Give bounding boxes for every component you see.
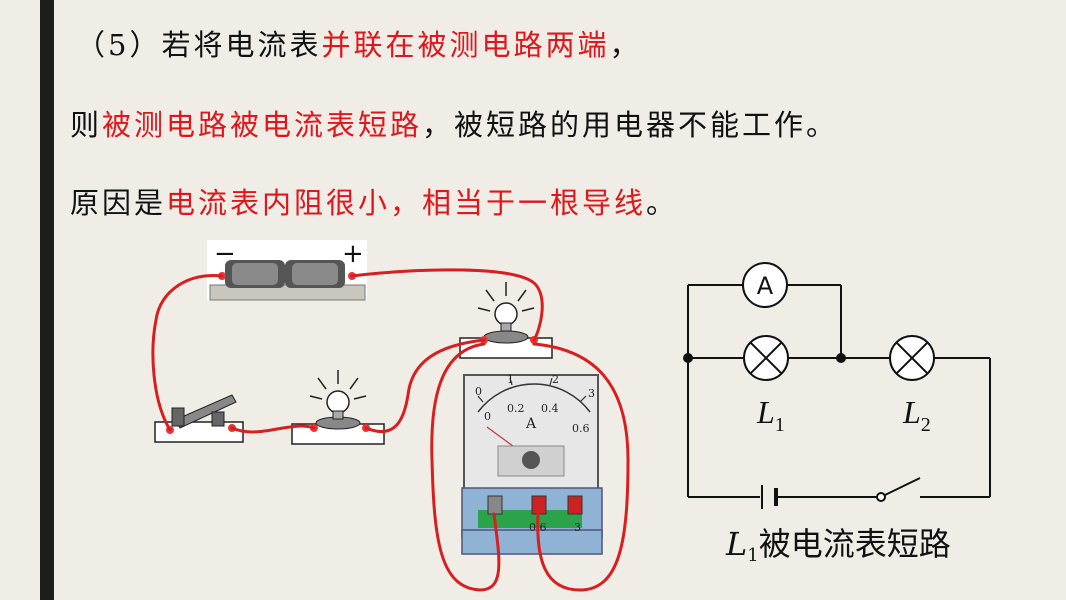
line3-prefix: 原因是 bbox=[70, 186, 167, 220]
knife-switch bbox=[154, 394, 244, 443]
battery-pack: − + bbox=[207, 239, 367, 301]
text-line-3: 原因是电流表内阻很小，相当于一根导线。 bbox=[70, 180, 678, 222]
ammeter-device: 0 1 2 3 0 0.2 0.4 0.6 A 0.6 3 bbox=[461, 373, 603, 555]
meter-face-symbol: A bbox=[525, 416, 537, 432]
bulb-2 bbox=[459, 282, 553, 359]
meter-tick-1: 1 bbox=[507, 373, 514, 386]
wire-ammeter-right bbox=[532, 342, 630, 592]
ammeter-symbol bbox=[742, 262, 788, 308]
meter-sub-tick-02: 0.2 bbox=[507, 402, 525, 415]
battery-plus-label: + bbox=[342, 239, 364, 269]
line2-highlight: 被测电路被电流表短路 bbox=[102, 108, 423, 142]
terminal-label-3: 3 bbox=[574, 521, 581, 534]
caption-lamp-letter: L bbox=[726, 525, 748, 563]
meter-sub-tick-06: 0.6 bbox=[572, 422, 590, 435]
junction-right bbox=[836, 353, 846, 363]
line1-prefix: （5）若将电流表 bbox=[76, 28, 322, 62]
ammeter-letter: A bbox=[757, 272, 774, 300]
schematic-caption: L1被电流表短路 bbox=[726, 519, 951, 566]
meter-tick-2: 2 bbox=[552, 373, 559, 386]
wire-ammeter-left bbox=[430, 342, 501, 592]
line3-suffix: 。 bbox=[646, 186, 679, 220]
left-accent-bar bbox=[40, 0, 54, 600]
lamp1-label: L1 bbox=[757, 394, 785, 436]
meter-tick-0: 0 bbox=[475, 385, 482, 398]
schematic bbox=[687, 262, 991, 502]
line3-highlight: 电流表内阻很小，相当于一根导线 bbox=[166, 186, 647, 220]
wire-battery-switch bbox=[151, 273, 224, 432]
text-line-2: 则被测电路被电流表短路，被短路的用电器不能工作。 bbox=[70, 102, 838, 144]
caption-text: 被电流表短路 bbox=[758, 525, 951, 563]
lamp2-label: L2 bbox=[903, 394, 931, 436]
caption-lamp-sub: 1 bbox=[747, 545, 759, 566]
line2-prefix: 则 bbox=[70, 108, 103, 142]
wires bbox=[151, 268, 630, 592]
line1-suffix: ， bbox=[609, 28, 642, 62]
meter-sub-tick-0: 0 bbox=[484, 410, 491, 423]
meter-tick-3: 3 bbox=[588, 387, 595, 400]
line2-suffix: ，被短路的用电器不能工作。 bbox=[422, 108, 839, 142]
switch-pivot bbox=[876, 492, 886, 502]
meter-sub-tick-04: 0.4 bbox=[541, 402, 559, 415]
text-line-1: （5）若将电流表并联在被测电路两端， bbox=[76, 22, 641, 64]
wire-switch-bulb1 bbox=[230, 424, 316, 434]
bulb-1 bbox=[291, 370, 385, 445]
wire-battery-bulb2 bbox=[350, 268, 544, 342]
junction-left bbox=[683, 353, 693, 363]
line1-highlight: 并联在被测电路两端 bbox=[321, 28, 610, 62]
wire-bulb1-bulb2 bbox=[364, 338, 486, 434]
